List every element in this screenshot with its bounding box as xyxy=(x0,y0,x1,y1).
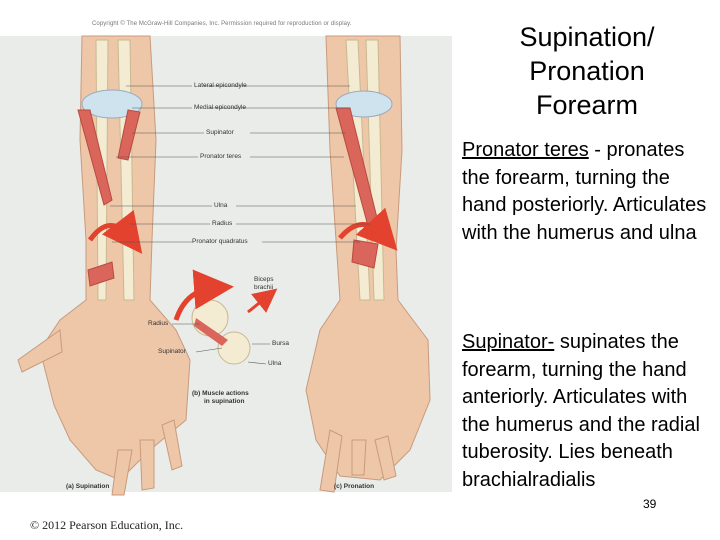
page-number: 39 xyxy=(643,497,657,511)
supinator-description: supinates the forearm, turning the hand … xyxy=(462,331,700,491)
pronator-term: Pronator teres xyxy=(462,139,589,161)
leader-lines xyxy=(110,85,370,365)
cross-section-inset xyxy=(173,269,278,365)
supination-arm xyxy=(17,35,191,496)
pearson-copyright: © 2012 Pearson Education, Inc. xyxy=(30,518,184,532)
caption-pronation: (c) Pronation xyxy=(334,483,375,490)
label-bursa: Bursa xyxy=(272,340,289,347)
supinator-paragraph: Supinator- supinates the forearm, turnin… xyxy=(462,329,717,494)
label-pronator-teres: Pronator teres xyxy=(200,153,242,160)
label-lateral-epicondyle: Lateral epicondyle xyxy=(194,82,247,89)
pronation-arm xyxy=(305,35,431,493)
caption-in-supination: in supination xyxy=(204,398,245,405)
label-supinator-inset: Supinator xyxy=(158,348,186,355)
label-biceps: Biceps xyxy=(254,276,274,283)
label-radius: Radius xyxy=(212,220,233,227)
label-radius-inset: Radius xyxy=(148,320,169,327)
title-line-3: Forearm xyxy=(535,90,638,120)
label-ulna: Ulna xyxy=(214,202,228,209)
supinator-term: Supinator- xyxy=(462,331,555,353)
title-line-2: Pronation xyxy=(529,56,645,86)
label-medial-epicondyle: Medial epicondyle xyxy=(194,104,247,111)
label-supinator: Supinator xyxy=(206,129,234,136)
label-ulna-inset: Ulna xyxy=(268,360,282,367)
forearm-illustration xyxy=(17,35,431,496)
title-line-1: Supination/ xyxy=(519,22,655,52)
pronator-paragraph: Pronator teres - pronates the forearm, t… xyxy=(462,137,717,247)
label-brachii: brachii xyxy=(254,284,274,291)
caption-supination: (a) Supination xyxy=(66,483,110,490)
figure-copyright-line: Copyright © The McGraw-Hill Companies, I… xyxy=(92,21,352,27)
anatomy-figure: Copyright © The McGraw-Hill Companies, I… xyxy=(0,21,452,496)
slide-title: Supination/ Pronation Forearm xyxy=(462,20,712,122)
caption-muscle-actions: (b) Muscle actions xyxy=(192,390,249,397)
pronator-description: - pronates the forearm, turning the hand… xyxy=(462,139,707,244)
label-pronator-quadratus: Pronator quadratus xyxy=(192,238,248,245)
